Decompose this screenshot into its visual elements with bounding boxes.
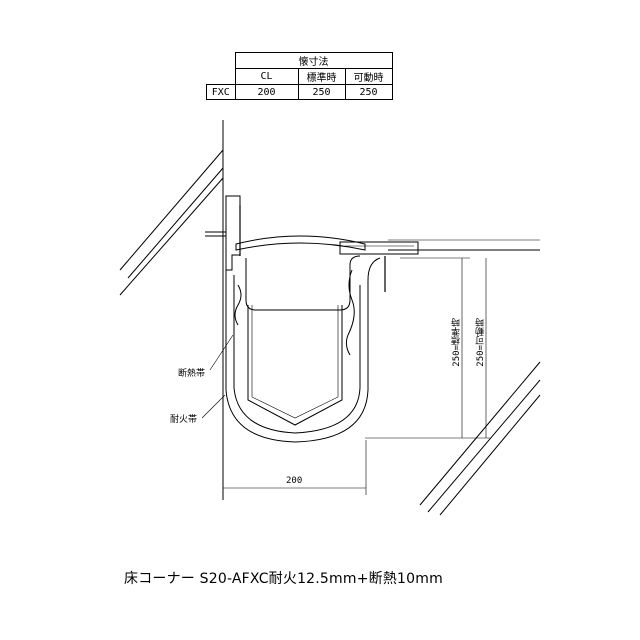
- table-header-cl: CL: [234, 68, 299, 85]
- table-value-movable: 250: [344, 84, 393, 100]
- inner-bucket: [245, 255, 361, 311]
- cover-plate: [235, 235, 366, 251]
- label-insulation-band: 断熱帯: [178, 369, 206, 379]
- table-row-label: FXC: [206, 84, 236, 100]
- table-header-movable: 可動時: [344, 68, 393, 85]
- fire-band-inner: [233, 275, 361, 434]
- table-value-cl: 200: [234, 84, 299, 100]
- label-fire-band: 耐火帯: [170, 415, 198, 425]
- label-dim-standard: 250=標準時: [452, 318, 462, 367]
- right-slab-hatch: [419, 361, 541, 516]
- left-clip: [234, 284, 242, 326]
- left-frame: [225, 195, 241, 271]
- right-clip: [345, 269, 355, 356]
- floor-plate: [339, 241, 419, 255]
- table-value-standard: 250: [297, 84, 346, 100]
- table-header-standard: 標準時: [297, 68, 346, 85]
- label-dim-movable: 250=可動時: [476, 318, 486, 367]
- drawing-caption: 床コーナー S20-AFXC耐火12.5mm+断熱10mm: [124, 571, 443, 587]
- table-title: 懐寸法: [234, 52, 393, 69]
- left-wall-hatch: [119, 149, 224, 296]
- fire-band-outer: [225, 257, 381, 443]
- inner-liner: [247, 305, 343, 426]
- dimension-table: 懐寸法 CL 標準時 可動時 FXC 200 250 250: [206, 52, 393, 100]
- label-dim-width: 200: [286, 476, 303, 486]
